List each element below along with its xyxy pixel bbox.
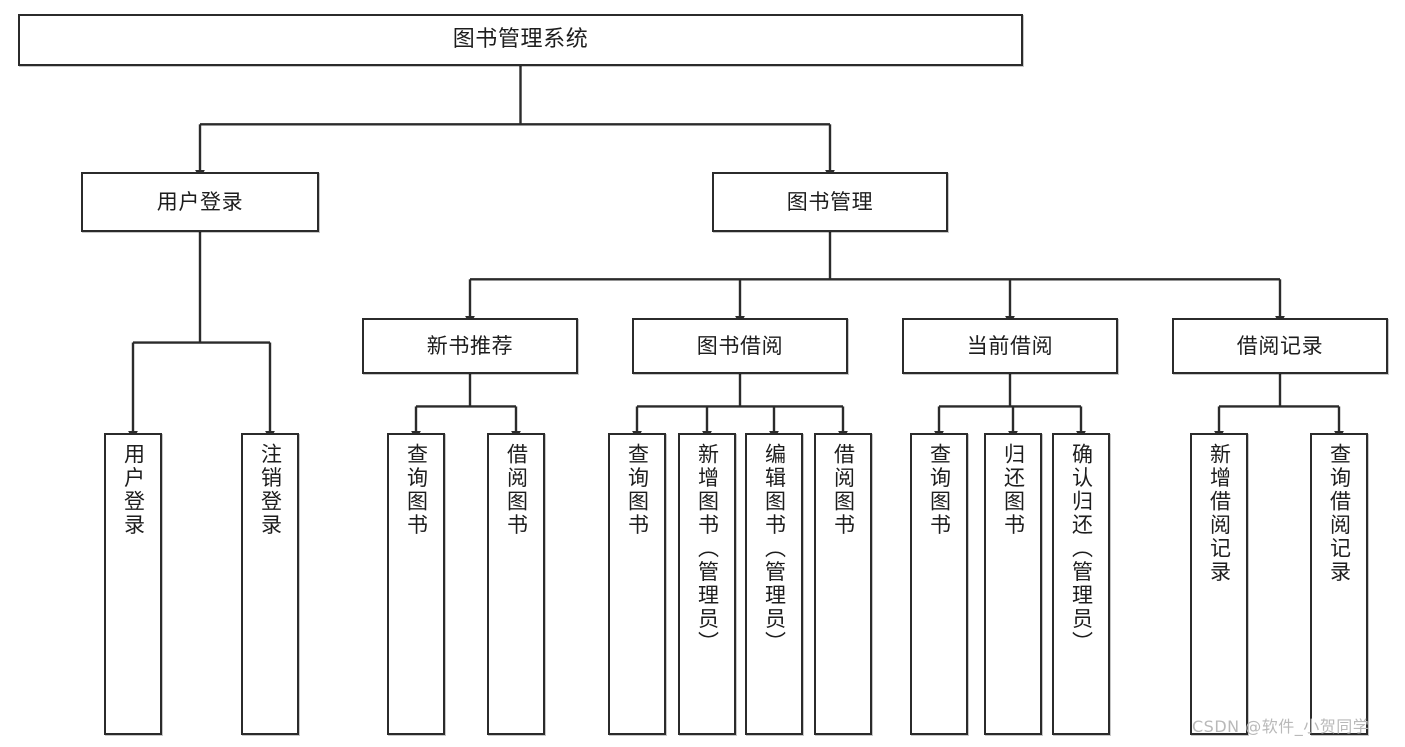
leaf-node-rec-query-book[interactable]: 查询图书: [387, 433, 445, 735]
leaf-node-cb-query-book[interactable]: 查询图书: [910, 433, 968, 735]
node-label: 借阅记录: [1236, 333, 1324, 358]
leaf-node-br-query-record[interactable]: 查询借阅记录: [1310, 433, 1368, 735]
node-label: 查询图书: [927, 443, 952, 537]
node-label: 归还图书: [1001, 443, 1026, 537]
node-user-login[interactable]: 用户登录: [81, 172, 319, 232]
node-root-system[interactable]: 图书管理系统: [18, 14, 1023, 66]
leaf-node-rec-borrow-book[interactable]: 借阅图书: [487, 433, 545, 735]
node-label: 用户登录: [121, 443, 146, 537]
node-label: 图书管理: [786, 189, 874, 214]
node-new-book-recommend[interactable]: 新书推荐: [362, 318, 578, 374]
leaf-node-br-add-record[interactable]: 新增借阅记录: [1190, 433, 1248, 735]
leaf-node-cb-confirm-return[interactable]: 确认归还（管理员）: [1052, 433, 1110, 735]
node-label: 借阅图书: [504, 443, 529, 537]
csdn-watermark: CSDN @软件_小贺同学: [1192, 717, 1370, 736]
node-label: 新增借阅记录: [1207, 443, 1232, 584]
node-label: 新书推荐: [426, 333, 514, 358]
leaf-node-bb-edit-book[interactable]: 编辑图书（管理员）: [745, 433, 803, 735]
leaf-node-user-login[interactable]: 用户登录: [104, 433, 162, 735]
leaf-node-bb-add-book[interactable]: 新增图书（管理员）: [678, 433, 736, 735]
node-label: 用户登录: [156, 189, 244, 214]
leaf-node-cb-return-book[interactable]: 归还图书: [984, 433, 1042, 735]
node-label: 借阅图书: [831, 443, 856, 537]
node-label: 确认归还（管理员）: [1069, 443, 1094, 655]
node-book-management[interactable]: 图书管理: [712, 172, 948, 232]
node-label: 查询图书: [625, 443, 650, 537]
node-borrow-record[interactable]: 借阅记录: [1172, 318, 1388, 374]
node-label: 注销登录: [258, 443, 283, 537]
node-label: 新增图书（管理员）: [695, 443, 720, 655]
node-label: 编辑图书（管理员）: [762, 443, 787, 655]
node-label: 查询借阅记录: [1327, 443, 1352, 584]
node-current-borrow[interactable]: 当前借阅: [902, 318, 1118, 374]
node-label: 图书借阅: [696, 333, 784, 358]
leaf-node-user-logout[interactable]: 注销登录: [241, 433, 299, 735]
leaf-node-bb-query-book[interactable]: 查询图书: [608, 433, 666, 735]
node-label: 查询图书: [404, 443, 429, 537]
leaf-node-bb-borrow-book[interactable]: 借阅图书: [814, 433, 872, 735]
node-label: 图书管理系统: [452, 27, 589, 53]
node-label: 当前借阅: [966, 333, 1054, 358]
node-book-borrow[interactable]: 图书借阅: [632, 318, 848, 374]
